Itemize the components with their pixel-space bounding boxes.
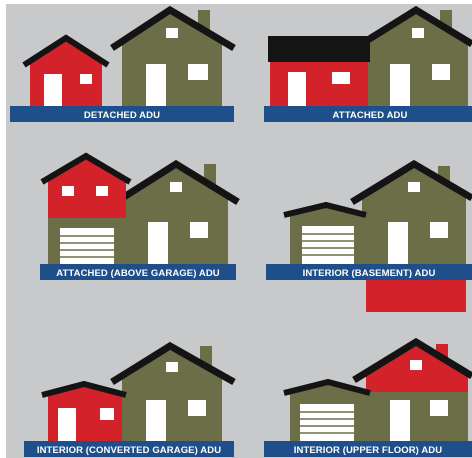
label-attached-adu: ATTACHED ADU — [333, 110, 408, 121]
label-detached-adu: DETACHED ADU — [84, 110, 160, 121]
label-converted-garage-adu: INTERIOR (CONVERTED GARAGE) ADU — [37, 445, 221, 456]
label-upper-floor-adu: INTERIOR (UPPER FLOOR) ADU — [294, 445, 442, 456]
label-basement-adu: INTERIOR (BASEMENT) ADU — [303, 268, 436, 279]
label-above-garage-adu: ATTACHED (ABOVE GARAGE) ADU — [56, 268, 220, 279]
